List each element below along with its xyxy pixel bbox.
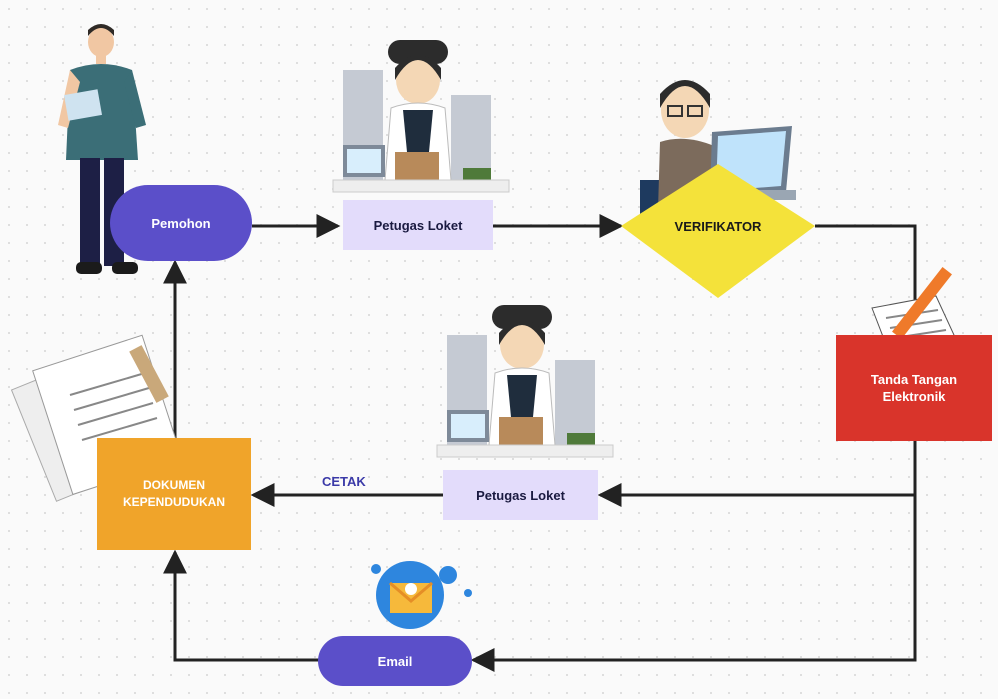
petugas-loket-bottom-label: Petugas Loket [476,487,565,503]
edge-label-cetak: CETAK [322,474,366,489]
pemohon-node[interactable]: Pemohon [110,185,252,261]
dokumen-node[interactable]: DOKUMEN KEPENDUDUKAN [97,438,251,550]
edge-tte-loket [597,440,917,507]
edge-email-dokumen [163,549,320,662]
verifikator-diamond [621,164,815,298]
dokumen-label-line1: DOKUMEN [143,478,205,492]
petugas-loket-top-node[interactable]: Petugas Loket [343,200,493,250]
tte-node[interactable]: Tanda Tangan Elektronik [836,335,992,441]
petugas-loket-bottom-node[interactable]: Petugas Loket [443,470,598,520]
clerk-icon [436,305,614,458]
email-icon [371,561,472,629]
pemohon-label: Pemohon [151,215,211,231]
email-label: Email [377,653,413,669]
verifikator-node[interactable]: VERIFIKATOR [650,210,786,242]
email-node[interactable]: Email [318,636,472,686]
petugas-loket-top-label: Petugas Loket [373,217,463,233]
clerk-icon [332,40,510,193]
dokumen-label-line2: KEPENDUDUKAN [122,495,225,509]
person-icon [58,24,146,274]
verifikator-label: VERIFIKATOR [674,218,762,234]
edge-tte-email [470,495,917,672]
edge-verifikator-tte [815,224,917,335]
tte-label-line2: Elektronik [882,389,946,404]
tte-label-line1: Tanda Tangan [870,372,958,387]
connectors [163,214,917,672]
